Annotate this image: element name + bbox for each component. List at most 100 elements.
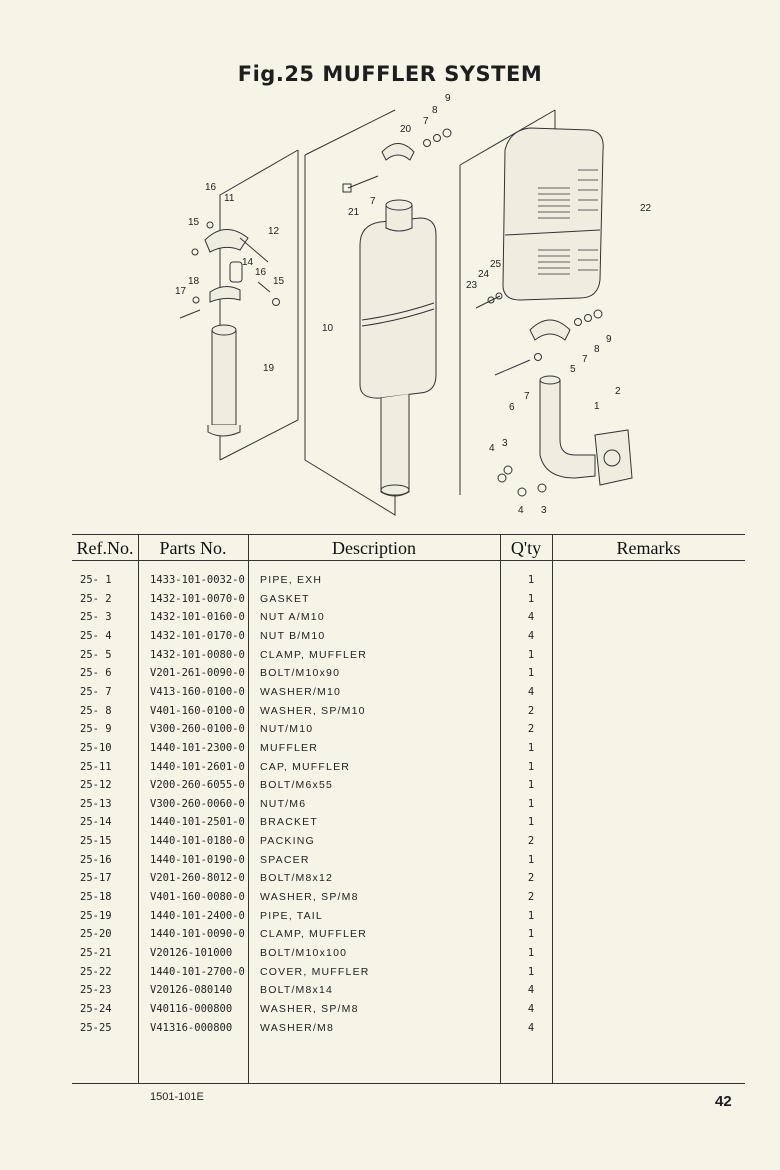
cell-description: BRACKET <box>260 816 318 828</box>
callout-label: 10 <box>322 323 334 334</box>
cell-qty: 1 <box>527 761 535 773</box>
cell-ref-no: 25-20 <box>80 928 112 940</box>
cell-qty: 1 <box>527 966 535 978</box>
callout-label: 19 <box>263 363 275 374</box>
cell-part-no: V201-260-8012-0 <box>150 872 245 884</box>
cell-ref-no: 25-19 <box>80 910 112 922</box>
callout-label: 7 <box>370 196 376 207</box>
cell-description: WASHER/M10 <box>260 686 342 698</box>
cell-qty: 1 <box>527 854 535 866</box>
callout-label: 6 <box>509 402 515 413</box>
callout-label: 16 <box>205 182 217 193</box>
cell-description: CLAMP, MUFFLER <box>260 928 368 940</box>
cell-ref-no: 25- 2 <box>80 593 112 605</box>
cell-qty: 1 <box>527 649 535 661</box>
cell-description: MUFFLER <box>260 742 318 754</box>
cell-part-no: 1440-101-2400-0 <box>150 910 245 922</box>
cell-ref-no: 25-22 <box>80 966 112 978</box>
cell-part-no: 1432-101-0160-0 <box>150 611 245 623</box>
cell-description: BOLT/M10x100 <box>260 947 348 959</box>
callout-label: 3 <box>541 505 547 516</box>
cell-description: NUT B/M10 <box>260 630 326 642</box>
cell-part-no: V300-260-0060-0 <box>150 798 245 810</box>
cell-part-no: 1440-101-0190-0 <box>150 854 245 866</box>
cell-part-no: V401-160-0100-0 <box>150 705 245 717</box>
cell-qty: 1 <box>527 798 535 810</box>
cell-qty: 4 <box>527 984 535 996</box>
cell-ref-no: 25-10 <box>80 742 112 754</box>
cell-part-no: V413-160-0100-0 <box>150 686 245 698</box>
table-col-divider <box>552 534 553 1083</box>
cell-part-no: 1440-101-2300-0 <box>150 742 245 754</box>
header-description: Description <box>332 538 416 558</box>
cell-description: NUT/M6 <box>260 798 307 810</box>
callout-label: 8 <box>432 105 438 116</box>
cell-ref-no: 25-14 <box>80 816 112 828</box>
cell-qty: 4 <box>527 1022 535 1034</box>
cell-ref-no: 25- 1 <box>80 574 112 586</box>
cell-ref-no: 25-24 <box>80 1003 112 1015</box>
table-bottom-rule <box>72 1083 745 1084</box>
cell-qty: 2 <box>527 872 535 884</box>
header-remarks: Remarks <box>616 538 681 558</box>
figure-title: Fig.25 MUFFLER SYSTEM <box>237 62 543 86</box>
table-col-divider <box>138 534 139 1083</box>
callout-label: 18 <box>188 276 200 287</box>
callout-label: 7 <box>582 354 588 365</box>
callout-label: 4 <box>518 505 524 516</box>
callout-label: 23 <box>466 280 478 291</box>
cell-description: NUT/M10 <box>260 723 314 735</box>
cell-qty: 1 <box>527 593 535 605</box>
cell-ref-no: 25-25 <box>80 1022 112 1034</box>
table-col-divider <box>248 534 249 1083</box>
callout-label: 11 <box>224 193 235 204</box>
cell-description: CAP, MUFFLER <box>260 761 351 773</box>
cell-description: BOLT/M8x14 <box>260 984 334 996</box>
cell-part-no: 1440-101-0180-0 <box>150 835 245 847</box>
cell-qty: 1 <box>527 742 535 754</box>
cell-part-no: 1440-101-2700-0 <box>150 966 245 978</box>
cell-ref-no: 25- 8 <box>80 705 112 717</box>
cell-ref-no: 25-13 <box>80 798 112 810</box>
cell-ref-no: 25- 3 <box>80 611 112 623</box>
callout-label: 16 <box>255 267 267 278</box>
cell-part-no: V20126-080140 <box>150 984 233 996</box>
cell-part-no: 1432-101-0170-0 <box>150 630 245 642</box>
callout-label: 9 <box>606 334 612 345</box>
cell-ref-no: 25-12 <box>80 779 112 791</box>
cell-part-no: V20126-101000 <box>150 947 233 959</box>
cell-qty: 4 <box>527 611 535 623</box>
cell-part-no: 1440-101-2601-0 <box>150 761 245 773</box>
callout-label: 5 <box>570 364 576 375</box>
cell-qty: 4 <box>527 630 535 642</box>
cell-ref-no: 25- 6 <box>80 667 112 679</box>
cell-ref-no: 25- 7 <box>80 686 112 698</box>
cell-qty: 1 <box>527 667 535 679</box>
cell-description: PIPE, EXH <box>260 574 323 586</box>
cell-description: BOLT/M8x12 <box>260 872 334 884</box>
cell-part-no: 1432-101-0080-0 <box>150 649 245 661</box>
callout-label: 9 <box>445 93 451 104</box>
cell-qty: 2 <box>527 835 535 847</box>
cell-ref-no: 25- 4 <box>80 630 112 642</box>
cell-part-no: V40116-000800 <box>150 1003 233 1015</box>
cell-description: BOLT/M10x90 <box>260 667 341 679</box>
cell-ref-no: 25-16 <box>80 854 112 866</box>
cell-ref-no: 25-11 <box>80 761 112 773</box>
cell-qty: 2 <box>527 705 535 717</box>
cell-ref-no: 25-17 <box>80 872 112 884</box>
cell-part-no: 1432-101-0070-0 <box>150 593 245 605</box>
cell-ref-no: 25-21 <box>80 947 112 959</box>
callout-label: 12 <box>268 226 280 237</box>
cell-description: CLAMP, MUFFLER <box>260 649 368 661</box>
callout-label: 7 <box>524 391 530 402</box>
cell-description: COVER, MUFFLER <box>260 966 370 978</box>
header-qty: Q'ty <box>510 538 542 558</box>
cell-part-no: 1433-101-0032-0 <box>150 574 245 586</box>
cell-qty: 1 <box>527 574 535 586</box>
callout-label: 3 <box>502 438 508 449</box>
callout-label: 25 <box>490 259 502 270</box>
cell-qty: 1 <box>527 947 535 959</box>
cell-part-no: 1440-101-0090-0 <box>150 928 245 940</box>
cell-description: BOLT/M6x55 <box>260 779 334 791</box>
